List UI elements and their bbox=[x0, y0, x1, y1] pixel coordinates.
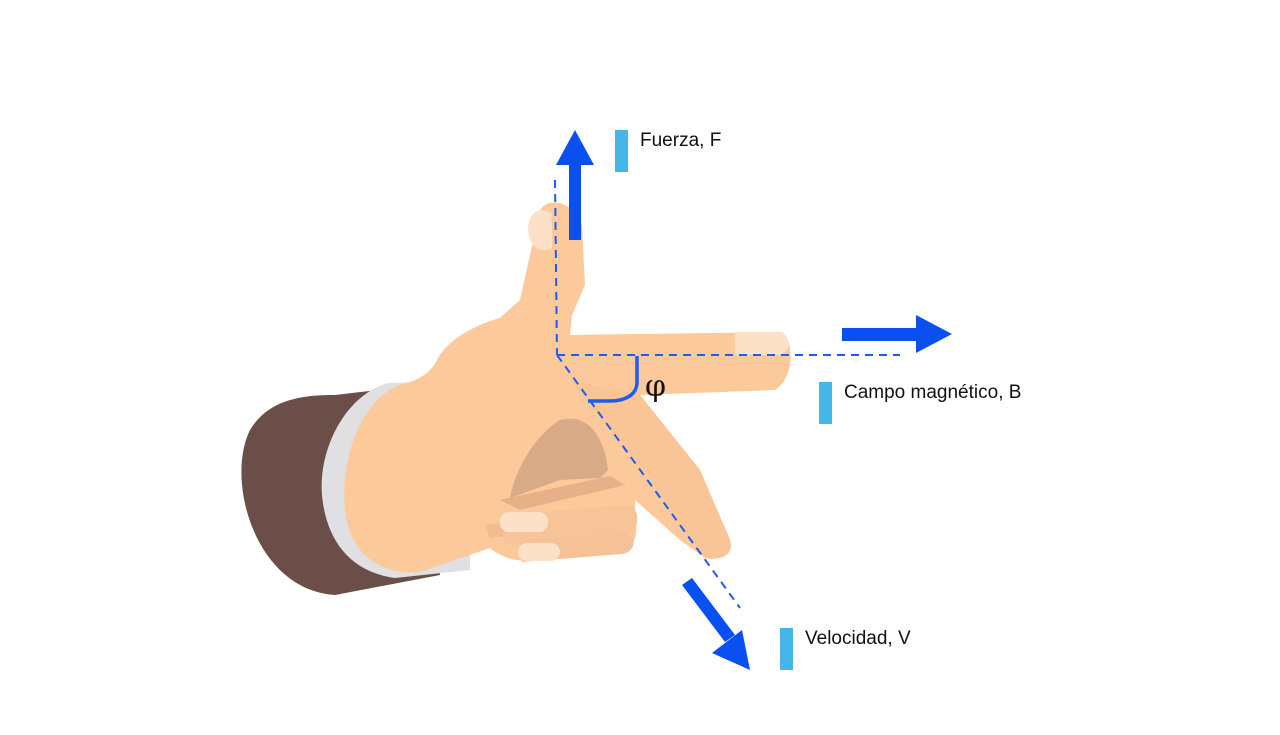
curled-finger-nail bbox=[518, 543, 560, 561]
velocity-label: Velocidad, V bbox=[780, 628, 911, 670]
force-label: Fuerza, F bbox=[615, 130, 721, 172]
field-label: Campo magnético, B bbox=[819, 382, 1021, 424]
magnetic-field-arrow-icon bbox=[842, 315, 952, 353]
force-axis-line bbox=[554, 179, 558, 356]
hand bbox=[344, 202, 791, 573]
force-label-text: Fuerza, F bbox=[640, 130, 722, 151]
index-nail bbox=[735, 332, 789, 355]
field-label-text: Campo magnético, B bbox=[844, 382, 1022, 403]
force-label-marker bbox=[615, 130, 628, 172]
velocity-arrow-icon bbox=[682, 578, 750, 670]
thumb-nail bbox=[528, 210, 552, 251]
force-arrow-icon bbox=[556, 130, 594, 240]
curled-finger-nail bbox=[500, 512, 548, 532]
field-label-marker bbox=[819, 382, 832, 424]
dashed-axes bbox=[554, 179, 900, 609]
velocity-axis-line bbox=[556, 354, 741, 609]
velocity-label-text: Velocidad, V bbox=[805, 628, 911, 649]
angle-symbol: φ bbox=[645, 369, 667, 404]
velocity-label-marker bbox=[780, 628, 793, 670]
right-angle-icon bbox=[588, 356, 639, 403]
